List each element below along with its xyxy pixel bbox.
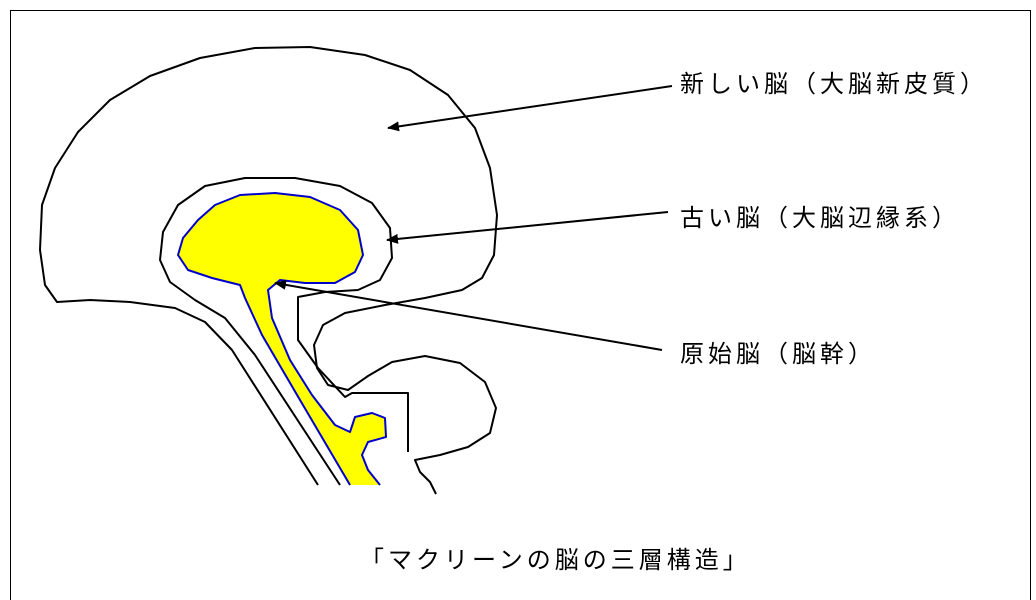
arrow-neocortex xyxy=(388,86,672,128)
neocortex-label: 新しい脳（大脳新皮質） xyxy=(680,70,988,98)
limbic-label: 古い脳（大脳辺縁系） xyxy=(680,204,960,232)
diagram-title: 「マクリーンの脳の三層構造」 xyxy=(360,546,751,574)
arrow-brainstem xyxy=(275,283,662,350)
arrow-limbic xyxy=(387,212,668,240)
brainstem-label: 原始脳（脳幹） xyxy=(680,340,876,368)
